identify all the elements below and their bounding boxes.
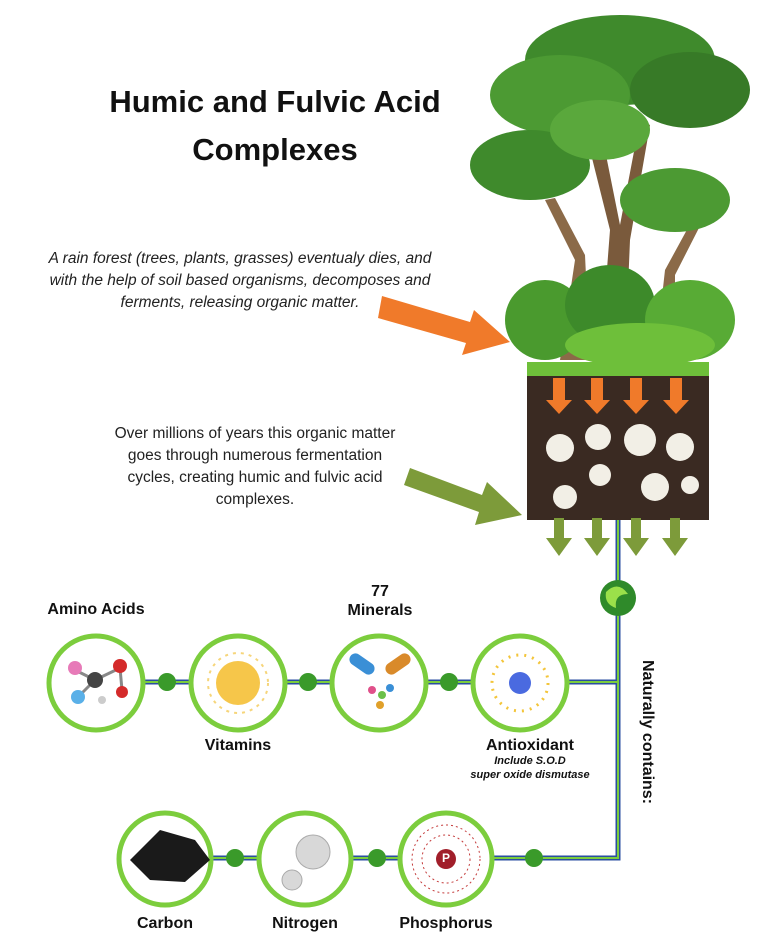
phosphorus-symbol: P [441, 851, 450, 865]
caption-line: Over millions of years this organic matt… [114, 425, 396, 442]
caption-line: with the help of soil based organisms, d… [49, 272, 431, 289]
minerals-word: Minerals [347, 602, 413, 619]
mineral-capsules-icon [349, 653, 411, 709]
caption-line: A rain forest (trees, plants, grasses) e… [48, 250, 432, 267]
nitrogen-bubbles-icon [281, 834, 331, 891]
orange-arrow-icon [378, 296, 510, 355]
caption-line: ferments, releasing organic matter. [120, 294, 360, 311]
vitamin-orb-icon [207, 652, 269, 714]
naturally-contains-label: Naturally contains: [639, 660, 656, 805]
antioxidant-sub2: super oxide dismutase [470, 769, 590, 781]
carbon-rock-icon [130, 830, 210, 882]
rainforest-tree-icon [470, 15, 750, 367]
title-line: Humic and Fulvic Acid [109, 84, 441, 119]
phosphorus-label: Phosphorus [399, 915, 493, 932]
page-title: Humic and Fulvic Acid Complexes [60, 78, 490, 174]
caption-line: complexes. [215, 491, 295, 508]
nitrogen-label: Nitrogen [272, 915, 338, 932]
caption-line: goes through numerous fermentation [127, 447, 383, 464]
phosphorus-atom-icon [411, 824, 481, 894]
swirl-node-icon [600, 580, 636, 616]
green-arrow-icon [404, 468, 522, 525]
caption-line: cycles, creating humic and fulvic acid [127, 469, 383, 486]
antioxidant-sub1: Include S.O.D [494, 755, 566, 767]
title-line: Complexes [192, 132, 358, 167]
rainforest-caption: A rain forest (trees, plants, grasses) e… [10, 248, 470, 314]
fermentation-caption: Over millions of years this organic matt… [70, 423, 440, 511]
vitamins-label: Vitamins [204, 737, 272, 754]
amino-acid-molecule-icon [68, 659, 128, 704]
antioxidant-label: Antioxidant [486, 737, 574, 754]
antioxidant-icon [490, 653, 550, 713]
minerals-count: 77 [371, 583, 389, 600]
carbon-label: Carbon [137, 915, 193, 932]
amino-acids-label: Amino Acids [47, 601, 145, 618]
minerals-label: 77 Minerals [330, 582, 430, 620]
